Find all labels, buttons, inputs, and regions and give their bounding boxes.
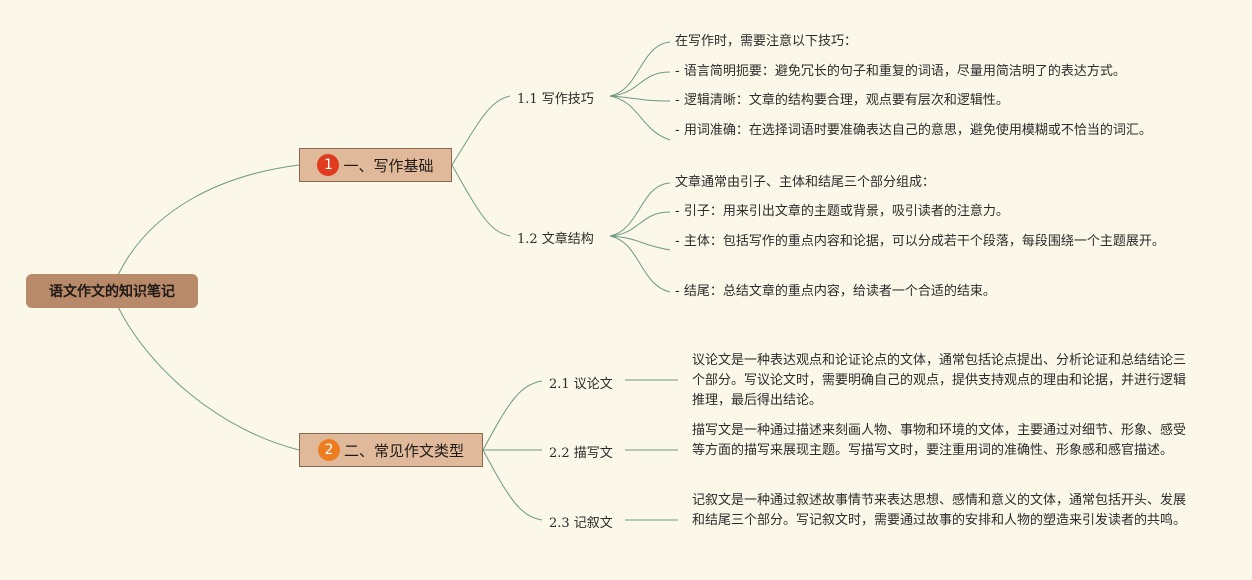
subtopic-node-1-2[interactable]: 1.2 文章结构 xyxy=(517,232,594,247)
subtopic-node-2-2[interactable]: 2.2 描写文 xyxy=(549,446,613,461)
subtopic-node-2-1[interactable]: 2.1 议论文 xyxy=(549,377,613,392)
subtopic-node-1-1[interactable]: 1.1 写作技巧 xyxy=(517,92,594,107)
link-sub12-leaf4 xyxy=(609,235,671,293)
topic-node-essay-types[interactable]: 2 二、常见作文类型 xyxy=(299,433,483,467)
leaf-1-2-ending[interactable]: - 结尾：总结文章的重点内容，给读者一个合适的结束。 xyxy=(675,284,996,299)
subtopic-node-2-3[interactable]: 2.3 记叙文 xyxy=(549,516,613,531)
link-sub12-leaf2 xyxy=(609,211,671,237)
number-badge-2: 2 xyxy=(317,439,340,461)
link-topic2-sub21 xyxy=(482,380,543,451)
link-sub11-leaf3 xyxy=(609,95,671,102)
topic-node-writing-basics[interactable]: 1 一、写作基础 xyxy=(299,148,452,182)
link-sub11-leaf1 xyxy=(609,41,671,97)
leaf-1-2-intro[interactable]: 文章通常由引子、主体和结尾三个部分组成： xyxy=(675,175,936,190)
link-root-topic2 xyxy=(117,306,300,451)
root-label: 语文作文的知识笔记 xyxy=(49,284,175,300)
root-node[interactable]: 语文作文的知识笔记 xyxy=(26,274,198,308)
leaf-1-1-concise[interactable]: - 语言简明扼要：避免冗长的句子和重复的词语，尽量用简洁明了的表达方式。 xyxy=(675,64,1126,79)
leaf-1-1-logic[interactable]: - 逻辑清晰：文章的结构要合理，观点要有层次和逻辑性。 xyxy=(675,93,1009,108)
link-sub11-leaf4 xyxy=(609,95,671,141)
leaf-1-1-wording[interactable]: - 用词准确：在选择词语时要准确表达自己的意思，避免使用模糊或不恰当的词汇。 xyxy=(675,123,1152,138)
link-sub11-leaf2 xyxy=(609,71,671,97)
link-topic1-sub12 xyxy=(451,164,511,237)
leaf-1-2-opening[interactable]: - 引子：用来引出文章的主题或背景，吸引读者的注意力。 xyxy=(675,204,1009,219)
link-topic2-sub23 xyxy=(482,449,543,521)
leaf-1-1-intro[interactable]: 在写作时，需要注意以下技巧： xyxy=(675,34,858,49)
link-sub12-leaf1 xyxy=(609,182,671,237)
topic-label: 一、写作基础 xyxy=(343,156,434,175)
paragraph-descriptive[interactable]: 描写文是一种通过描述来刻画人物、事物和环境的文体，主要通过对细节、形象、感受等方… xyxy=(692,423,1187,458)
topic-label: 二、常见作文类型 xyxy=(343,441,464,460)
paragraph-narrative[interactable]: 记叙文是一种通过叙述故事情节来表达思想、感情和意义的文体，通常包括开头、发展和结… xyxy=(692,493,1187,528)
link-sub12-leaf3 xyxy=(609,235,671,251)
leaf-1-2-body[interactable]: - 主体：包括写作的重点内容和论据，可以分成若干个段落，每段围绕一个主题展开。 xyxy=(675,234,1165,249)
number-badge-1: 1 xyxy=(317,154,340,176)
link-root-topic1 xyxy=(117,164,300,276)
link-topic1-sub11 xyxy=(451,95,511,166)
paragraph-argumentative[interactable]: 议论文是一种表达观点和论证论点的文体，通常包括论点提出、分析论证和总结结论三个部… xyxy=(692,353,1187,408)
